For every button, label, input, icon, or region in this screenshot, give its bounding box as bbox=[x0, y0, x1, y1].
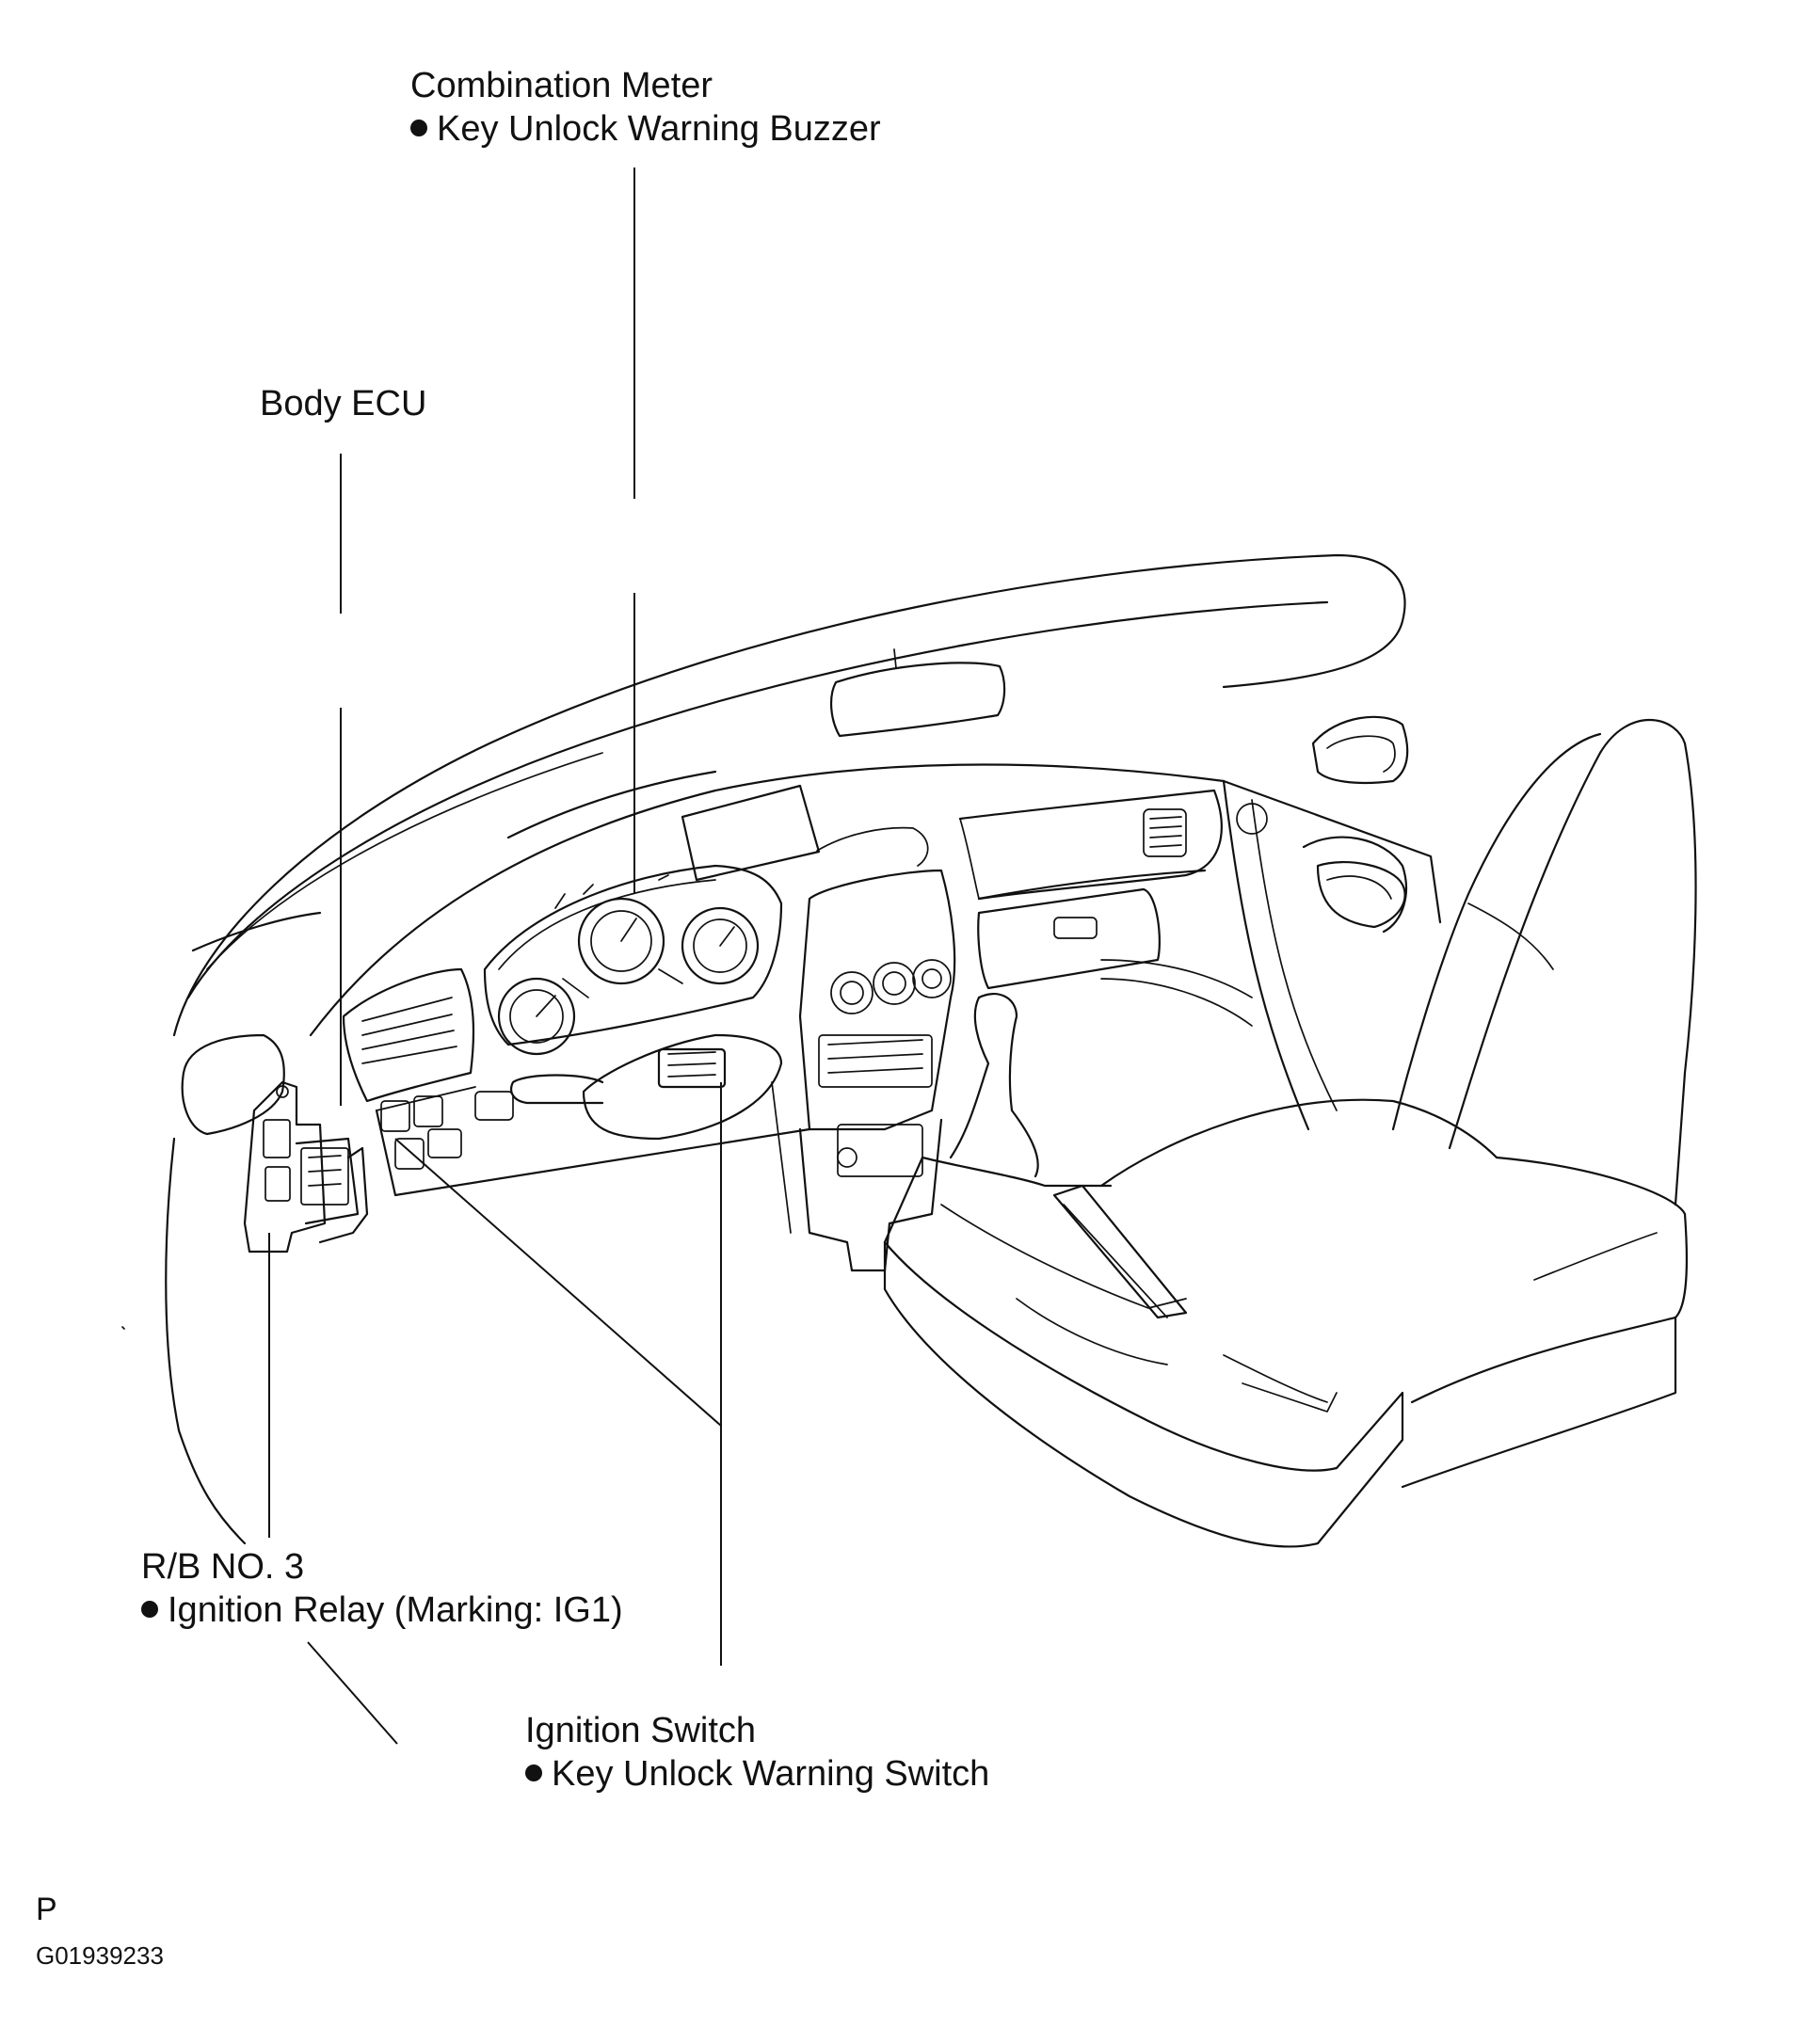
label-rb-no3: R/B NO. 3 Ignition Relay (Marking: IG1) bbox=[141, 1545, 623, 1632]
relay-block bbox=[243, 1080, 369, 1254]
label-combination-meter: Combination Meter Key Unlock Warning Buz… bbox=[410, 64, 881, 151]
windshield-outline bbox=[172, 553, 1406, 1037]
bullet-icon bbox=[525, 1764, 542, 1781]
ignition-switch-title: Ignition Switch bbox=[525, 1711, 757, 1750]
leader-ignition-diagonal bbox=[394, 1138, 722, 1427]
page-letter: P bbox=[36, 1892, 57, 1927]
bullet-icon bbox=[410, 119, 427, 136]
combination-meter-title: Combination Meter bbox=[410, 66, 713, 105]
combination-meter bbox=[483, 864, 783, 1056]
figure-id: G01939233 bbox=[36, 1941, 164, 1970]
seat bbox=[1099, 718, 1697, 1489]
dashboard bbox=[309, 715, 1442, 1131]
rb-no3-bullet: Ignition Relay (Marking: IG1) bbox=[168, 1590, 623, 1630]
combination-meter-bullet: Key Unlock Warning Buzzer bbox=[437, 109, 881, 149]
ignition-switch-bullet: Key Unlock Warning Switch bbox=[552, 1754, 990, 1794]
label-ignition-switch: Ignition Switch Key Unlock Warning Switc… bbox=[525, 1709, 989, 1796]
rearview-mirror bbox=[830, 648, 1006, 738]
bullet-icon bbox=[141, 1600, 158, 1618]
label-body-ecu: Body ECU bbox=[260, 382, 426, 425]
leader-rb-diagonal bbox=[307, 1641, 398, 1745]
body-ecu-title: Body ECU bbox=[260, 384, 427, 423]
steering-column bbox=[121, 967, 811, 1545]
leader-lines bbox=[268, 168, 722, 1745]
rb-no3-title: R/B NO. 3 bbox=[141, 1547, 305, 1587]
center-stack bbox=[771, 869, 1404, 1548]
